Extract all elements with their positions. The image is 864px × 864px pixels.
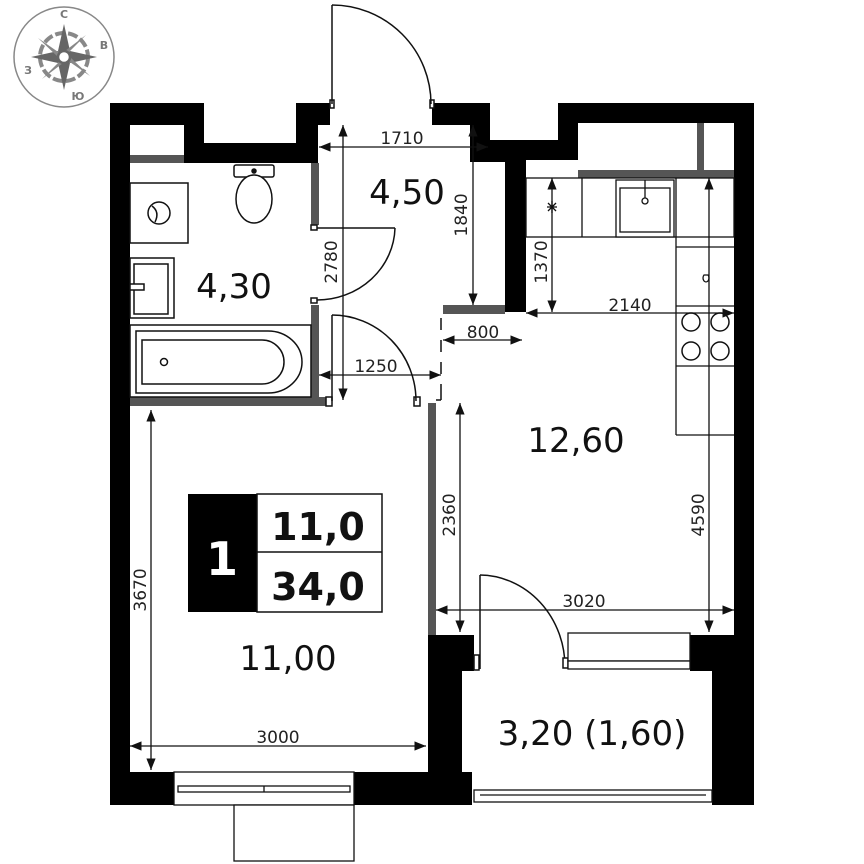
living-area-value: 11,0	[271, 505, 365, 549]
kitchen-area: 12,60	[527, 421, 624, 461]
washing-machine-icon	[129, 182, 189, 244]
loggia-door	[473, 574, 569, 671]
bedroom-area: 11,00	[239, 639, 336, 679]
dimension-lines	[130, 124, 734, 770]
compass-east-label: В	[100, 39, 108, 52]
compass-west-label: З	[24, 64, 32, 77]
dim-hall-width: 1710	[380, 129, 423, 149]
exterior-walls	[110, 103, 754, 805]
dim-corridor-width: 1250	[354, 357, 397, 377]
total-area-value: 34,0	[271, 565, 365, 609]
hall-area: 4,50	[369, 173, 445, 213]
dim-kitchen-length: 4590	[689, 493, 709, 536]
dim-kitchen-width: 2140	[608, 296, 651, 316]
dim-bedroom-width: 3000	[256, 728, 299, 748]
dim-bath-height: 2780	[322, 240, 342, 283]
bedroom-door	[325, 314, 442, 407]
summary-badge: 1 11,0 34,0	[188, 493, 383, 613]
bathtub-icon	[129, 324, 312, 398]
stove-icon	[681, 312, 730, 361]
dim-living-width: 3020	[562, 592, 605, 612]
compass-south-label: Ю	[72, 90, 85, 103]
dim-hall-depth: 1840	[452, 193, 472, 236]
loggia-area: 3,20 (1,60)	[498, 714, 687, 754]
kitchen-counter	[525, 177, 735, 436]
dim-kitchen-lower: 2360	[440, 493, 460, 536]
rooms-count: 1	[206, 532, 238, 586]
entrance-door	[329, 4, 435, 109]
bathroom-door	[310, 224, 396, 304]
loggia-window	[473, 789, 713, 803]
compass-rose-icon: С В Ю З	[13, 6, 115, 108]
compass-north-label: С	[60, 8, 68, 21]
bathroom-area: 4,30	[196, 267, 272, 307]
bedroom-window	[173, 771, 355, 862]
partitions	[130, 123, 734, 635]
dim-door-width: 800	[467, 323, 499, 343]
dim-bedroom-height: 3670	[131, 568, 151, 611]
toilet-icon	[233, 164, 275, 224]
sink-icon	[129, 257, 175, 319]
kitchen-window	[567, 632, 691, 670]
dim-kitchen-niche: 1370	[532, 240, 552, 283]
